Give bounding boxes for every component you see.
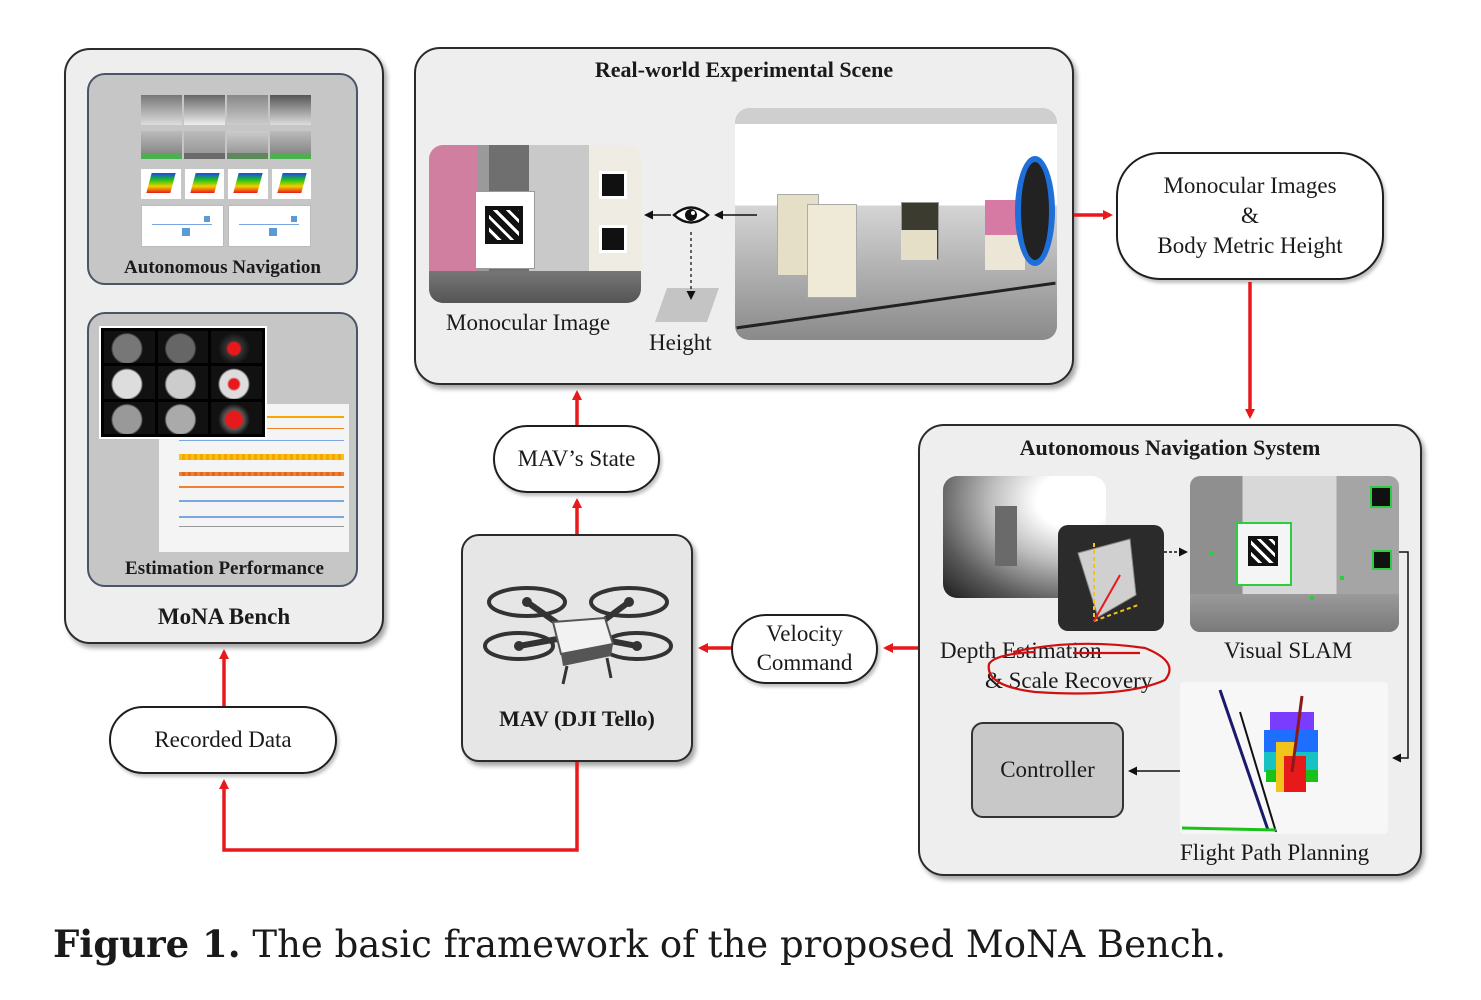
experimental-scene-title: Real-world Experimental Scene xyxy=(594,57,894,82)
autonomous-navigation-title: Autonomous Navigation xyxy=(124,257,321,278)
flight-path-planning-image xyxy=(1180,682,1388,834)
estimation-performance-title: Estimation Performance xyxy=(125,558,324,579)
nav-depth-thumbnails xyxy=(141,95,311,125)
hand-drawn-annotation xyxy=(975,634,1180,698)
velocity-line1: Velocity xyxy=(766,621,843,647)
monocular-images-line2: & xyxy=(1241,203,1259,229)
panoramic-scene-image xyxy=(735,108,1057,340)
drone-icon xyxy=(483,574,673,694)
mona-bench-title: MoNA Bench xyxy=(157,604,291,629)
visual-slam-label: Visual SLAM xyxy=(1224,638,1353,663)
recorded-data-label: Recorded Data xyxy=(154,727,292,753)
monocular-images-line3: Body Metric Height xyxy=(1157,232,1343,258)
scale-recovery-image xyxy=(1058,525,1164,631)
monocular-images-line1: Monocular Images xyxy=(1163,173,1337,199)
autonomous-navigation-subpanel: Autonomous Navigation xyxy=(87,73,358,285)
velocity-line2: Command xyxy=(756,650,853,675)
flight-path-planning-label: Flight Path Planning xyxy=(1180,840,1370,865)
mav-state-label: MAV’s State xyxy=(517,446,636,472)
mav-panel: MAV (DJI Tello) xyxy=(461,534,693,762)
eye-icon xyxy=(672,202,710,228)
controller-box: Controller xyxy=(971,722,1124,818)
nav-trajectory-thumbnails xyxy=(141,205,311,247)
mav-state-node: MAV’s State xyxy=(493,425,660,493)
monocular-image xyxy=(429,145,641,303)
estimation-thumbnail-grid xyxy=(99,326,267,439)
nav-rgb-thumbnails xyxy=(141,131,311,159)
figure-caption-text: The basic framework of the proposed MoNA… xyxy=(240,923,1227,966)
nav-map-thumbnails xyxy=(141,169,311,199)
controller-label: Controller xyxy=(1000,757,1095,782)
monocular-images-height-node: Monocular Images & Body Metric Height xyxy=(1116,152,1384,280)
estimation-performance-subpanel: Estimation Performance xyxy=(87,312,358,587)
monocular-image-label: Monocular Image xyxy=(446,310,611,335)
height-plane-icon xyxy=(655,288,719,322)
visual-slam-image xyxy=(1190,476,1399,632)
navigation-system-title: Autonomous Navigation System xyxy=(1019,435,1321,460)
height-label: Height xyxy=(649,330,712,355)
recorded-data-node: Recorded Data xyxy=(109,706,337,774)
figure-caption-prefix: Figure 1. xyxy=(53,922,241,966)
velocity-command-node: Velocity Command xyxy=(731,614,878,684)
mav-label: MAV (DJI Tello) xyxy=(499,706,655,731)
figure-caption: Figure 1. The basic framework of the pro… xyxy=(53,922,1226,966)
